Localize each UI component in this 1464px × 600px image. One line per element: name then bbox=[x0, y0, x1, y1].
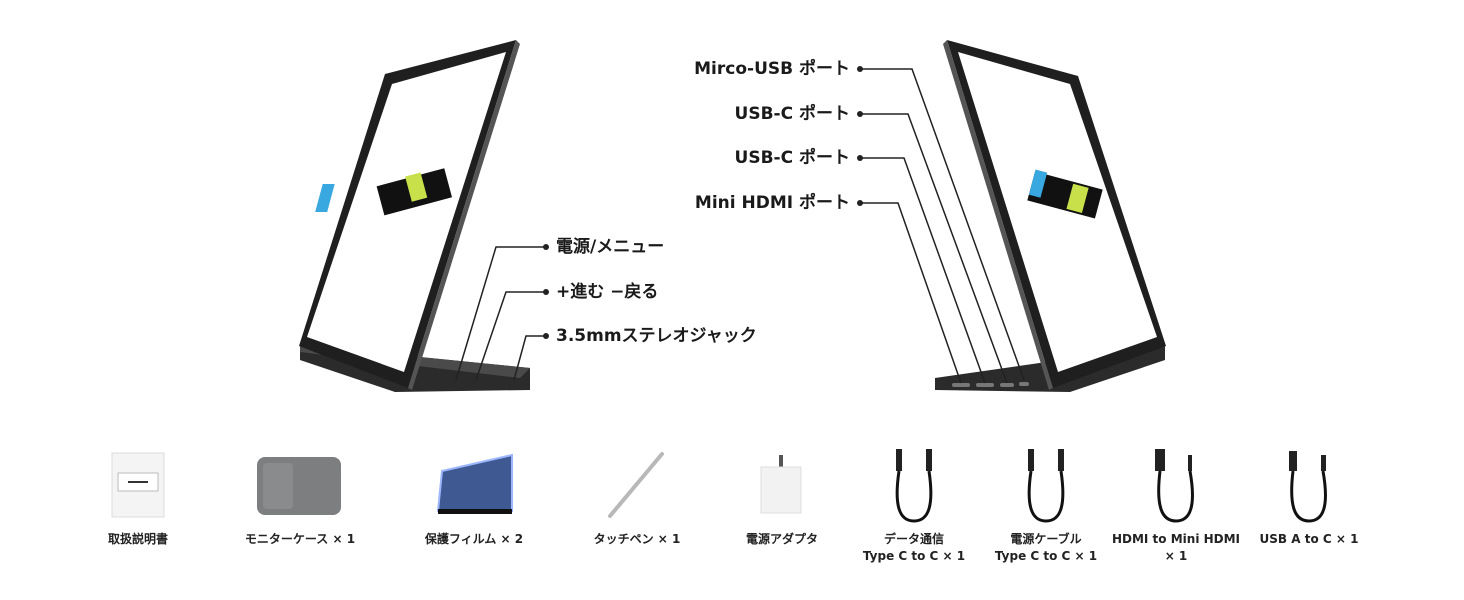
callout-mini-hdmi: Mini HDMI ポート bbox=[694, 193, 850, 213]
callout-usbc-2: USB-C ポート bbox=[734, 148, 850, 168]
adapter-icon bbox=[760, 455, 802, 514]
callout-forward-back: +進む −戻る bbox=[556, 282, 659, 302]
left-callout-lines bbox=[455, 246, 546, 381]
callout-power-menu: 電源/メニュー bbox=[556, 237, 665, 257]
accessory-pen: タッチペン × 1 bbox=[567, 445, 707, 548]
pen-icon bbox=[608, 452, 664, 518]
callout-audio-jack: 3.5mmステレオジャック bbox=[556, 326, 757, 346]
cable-icon bbox=[1289, 451, 1327, 523]
case-icon bbox=[257, 457, 341, 515]
screen-logo bbox=[315, 168, 453, 216]
accessory-manual: 取扱説明書 bbox=[68, 445, 208, 548]
left-monitor bbox=[299, 40, 530, 392]
accessory-usb-a-cable: USB A to C × 1 bbox=[1239, 445, 1379, 548]
cable-icon bbox=[1155, 449, 1194, 523]
right-monitor bbox=[935, 40, 1166, 392]
callout-micro-usb: Mirco-USB ポート bbox=[694, 59, 850, 79]
film-icon bbox=[436, 453, 513, 514]
cable-icon bbox=[895, 449, 933, 523]
accessory-case: モニターケース × 1 bbox=[230, 445, 370, 548]
accessory-film: 保護フィルム × 2 bbox=[404, 445, 544, 548]
right-callout-lines bbox=[860, 68, 1025, 384]
accessory-adapter: 電源アダプタ bbox=[712, 445, 852, 548]
manual-icon bbox=[111, 452, 165, 518]
accessory-hdmi-cable: HDMI to Mini HDMI× 1 bbox=[1106, 445, 1246, 565]
cable-icon bbox=[1027, 449, 1065, 523]
callout-usbc-1: USB-C ポート bbox=[734, 104, 850, 124]
